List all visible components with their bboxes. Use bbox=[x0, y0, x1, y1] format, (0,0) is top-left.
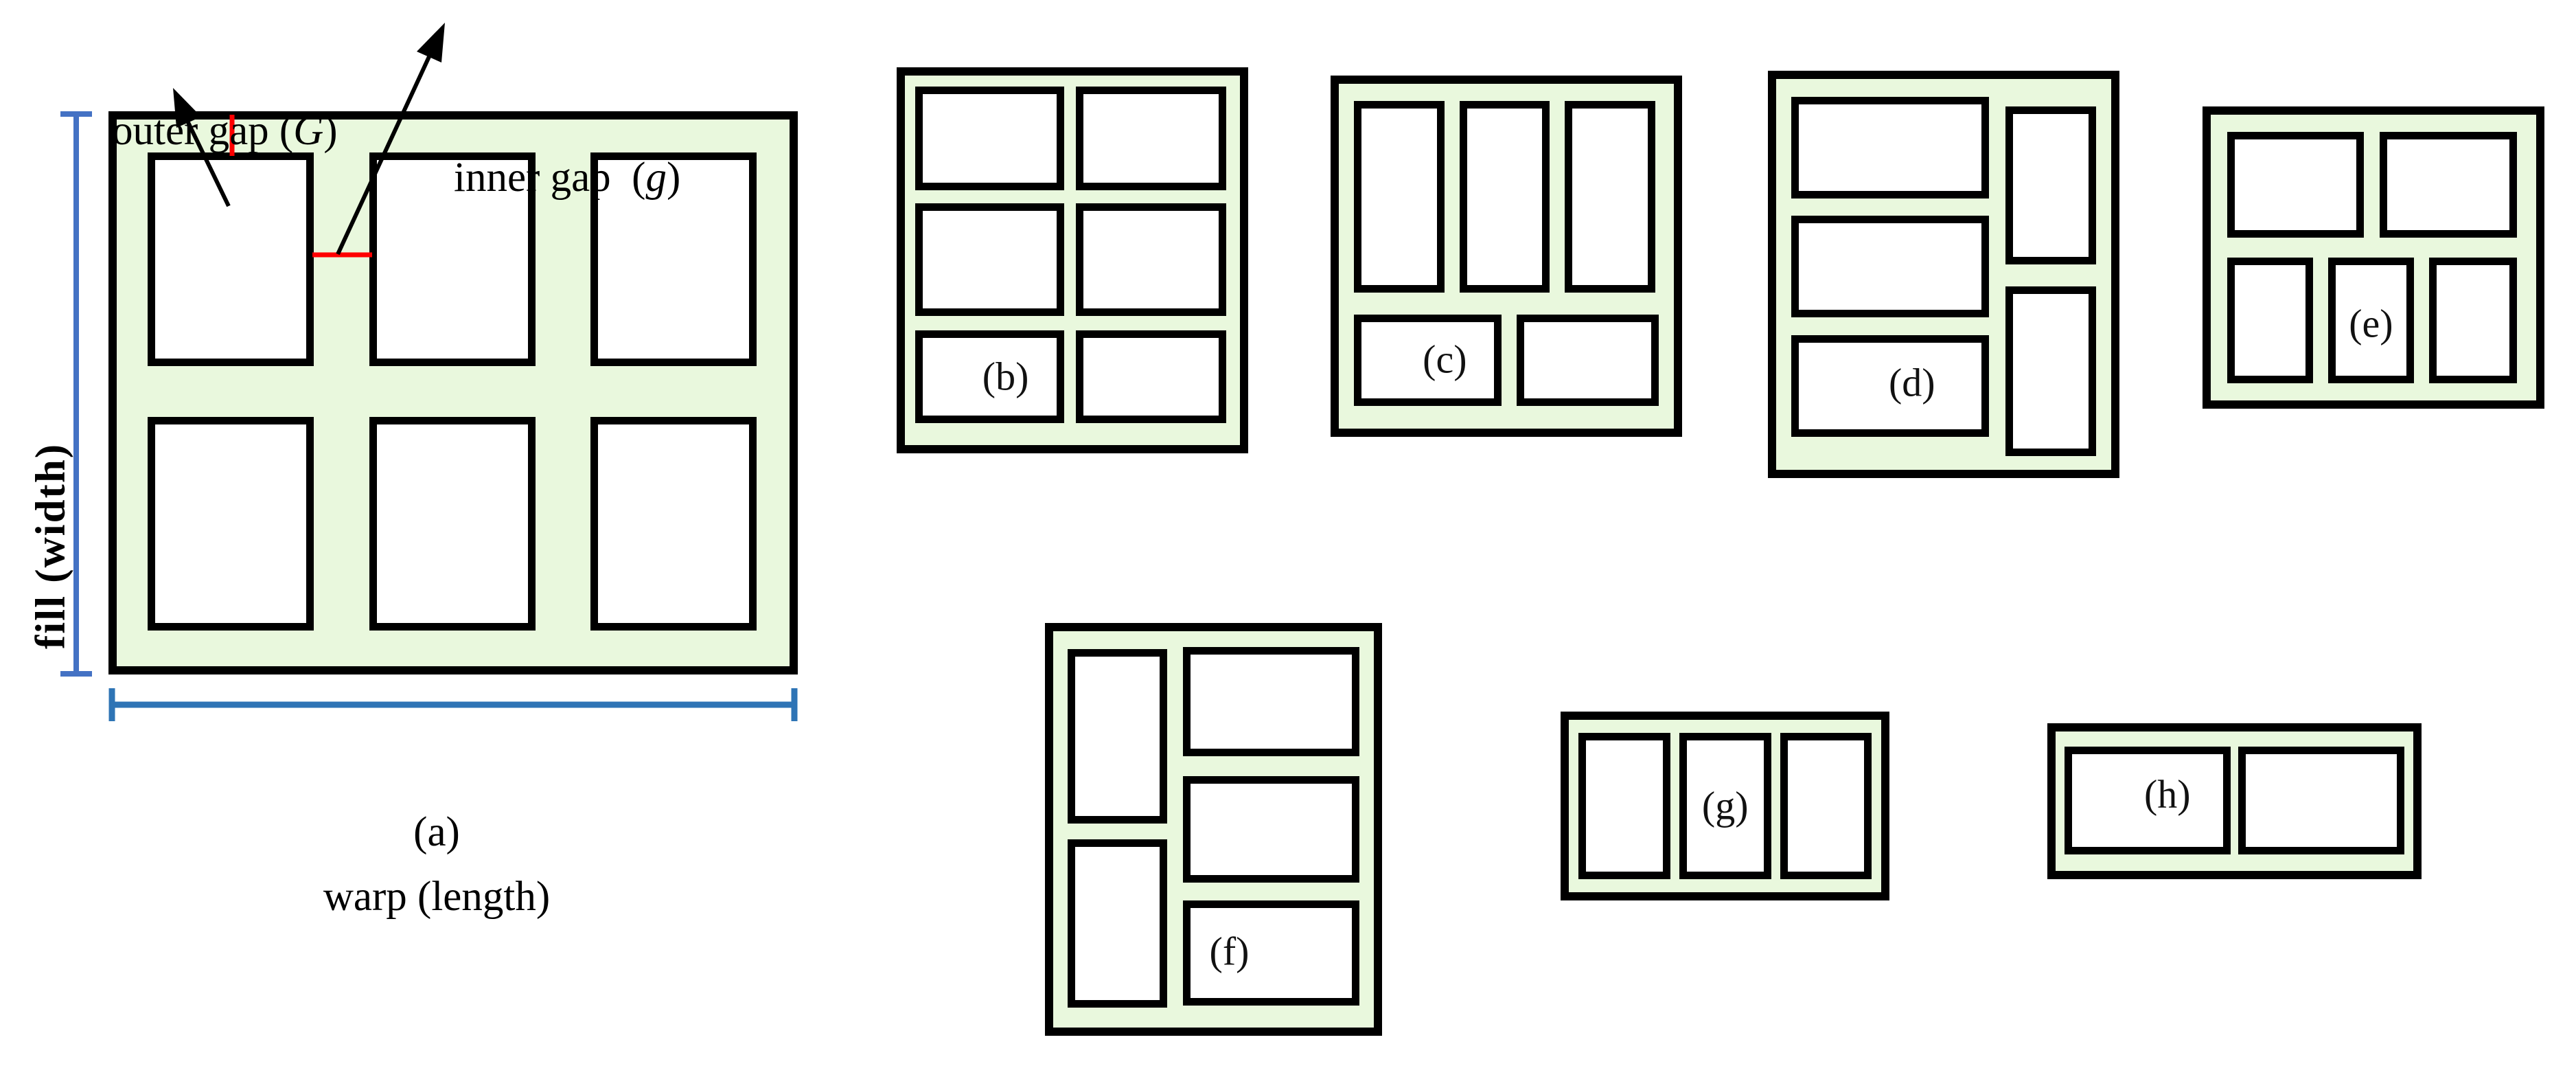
figure-f-panel bbox=[1183, 647, 1359, 756]
figure-c-panel bbox=[1459, 101, 1550, 293]
figure-e-panel bbox=[2227, 258, 2314, 384]
fill-axis-label: fill (width) bbox=[27, 442, 74, 650]
figure-g-panel: (g) bbox=[1679, 732, 1771, 880]
figure-a-panel bbox=[148, 152, 314, 366]
figure-h-frame: (h) bbox=[2047, 723, 2422, 879]
outer-gap-symbol: G bbox=[293, 108, 324, 155]
figure-e-panel bbox=[2227, 131, 2364, 238]
inner-gap-label-prefix: inner gap ( bbox=[454, 155, 646, 201]
figure-label: (h) bbox=[2143, 771, 2191, 817]
figure-a-panel bbox=[590, 152, 757, 366]
figure-a-panel bbox=[369, 417, 536, 631]
figure-h-panel bbox=[2238, 747, 2404, 854]
inner-gap-label: inner gap (g) bbox=[412, 109, 680, 247]
warp-dimension-line bbox=[108, 688, 798, 721]
inner-gap-arrowhead-icon bbox=[417, 23, 445, 63]
figure-a-panel bbox=[369, 152, 536, 366]
figure-e-frame: (e) bbox=[2203, 106, 2544, 409]
figure-f-panel bbox=[1068, 839, 1167, 1008]
figure-label: (d) bbox=[1888, 360, 1935, 405]
figure-d-panel bbox=[1791, 96, 1989, 199]
figure-f-panel bbox=[1183, 775, 1359, 883]
inner-gap-symbol: g bbox=[645, 155, 667, 201]
figure-d-panel bbox=[1791, 216, 1989, 318]
figure-c-panel bbox=[1565, 101, 1656, 293]
figure-label: (e) bbox=[2349, 301, 2393, 346]
figure-d-frame: (d) bbox=[1768, 71, 2119, 478]
figure-label: (f) bbox=[1209, 929, 1250, 974]
figure-e-panel: (e) bbox=[2327, 258, 2415, 384]
figure-a-panel bbox=[590, 417, 757, 631]
figure-h-panel: (h) bbox=[2065, 747, 2231, 854]
figure-f-panel: (f) bbox=[1183, 900, 1359, 1006]
figure-b-panel bbox=[1075, 87, 1227, 190]
figure-g-panel bbox=[1578, 732, 1670, 880]
warp-axis-label: warp (length) bbox=[323, 874, 551, 920]
figure-a-frame bbox=[108, 111, 798, 674]
figure-label: (b) bbox=[982, 354, 1029, 399]
outer-gap-label: outer gap (G) bbox=[70, 62, 338, 200]
figure-c-panel bbox=[1353, 101, 1445, 293]
figure-b-panel bbox=[1075, 203, 1227, 316]
figure-d-panel bbox=[2005, 286, 2097, 457]
figure-d-panel bbox=[2005, 106, 2097, 265]
figure-c-panel bbox=[1516, 315, 1659, 407]
figure-b-panel bbox=[1075, 330, 1227, 423]
figure-b-panel bbox=[915, 87, 1064, 190]
figure-label: (c) bbox=[1423, 337, 1467, 382]
outer-gap-label-prefix: outer gap ( bbox=[112, 108, 294, 155]
figure-b-panel: (b) bbox=[915, 330, 1064, 423]
figure-e-panel bbox=[2380, 131, 2517, 238]
figure-a-panel bbox=[148, 417, 314, 631]
figure-c-panel: (c) bbox=[1353, 315, 1502, 407]
figure-b-panel bbox=[915, 203, 1064, 316]
figure-c-frame: (c) bbox=[1331, 76, 1682, 437]
outer-gap-label-suffix: ) bbox=[323, 108, 338, 155]
inner-gap-label-suffix: ) bbox=[666, 155, 681, 201]
figure-d-panel: (d) bbox=[1791, 334, 1989, 437]
figure-f-panel bbox=[1068, 648, 1167, 824]
figure-e-panel bbox=[2428, 258, 2517, 384]
figure-f-frame: (f) bbox=[1045, 623, 1382, 1036]
figure-label: (g) bbox=[1701, 783, 1749, 828]
figure-g-panel bbox=[1780, 732, 1872, 880]
figure-g-frame: (g) bbox=[1561, 712, 1889, 900]
figure-b-frame: (b) bbox=[897, 67, 1248, 453]
figure-a-caption: (a) bbox=[413, 809, 460, 855]
